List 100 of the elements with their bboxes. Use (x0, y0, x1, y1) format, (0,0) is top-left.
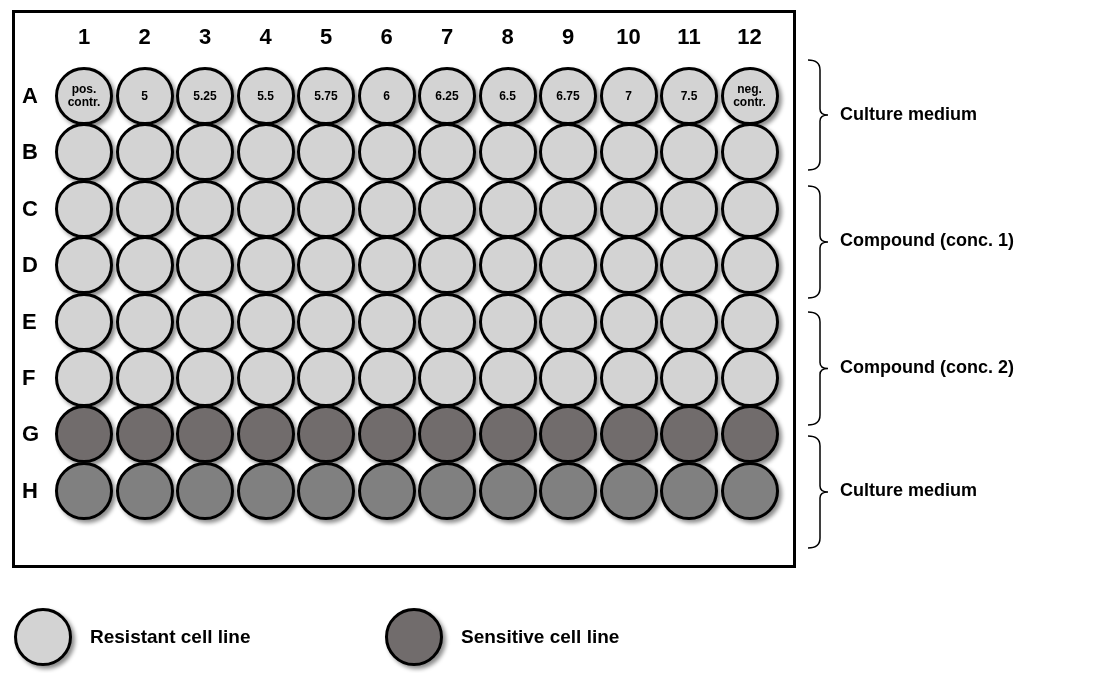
column-number: 2 (137, 24, 152, 50)
well-circle (539, 405, 597, 464)
well-circle (599, 179, 658, 238)
well-circle (539, 349, 597, 407)
well-circle (236, 349, 295, 407)
column-number: 4 (258, 24, 273, 50)
well-circle (176, 405, 234, 464)
well-circle (599, 292, 658, 351)
well-circle (478, 349, 537, 407)
well-circle (478, 123, 537, 182)
well-circle (660, 123, 718, 182)
row-letter: F (22, 365, 36, 391)
well-circle (418, 236, 476, 295)
well-circle (115, 292, 174, 351)
well-circle (236, 292, 295, 351)
group-label: Culture medium (840, 104, 977, 125)
well-circle (236, 405, 295, 464)
well-circle (176, 123, 234, 182)
well-circle (115, 179, 174, 238)
column-number: 12 (736, 24, 763, 50)
well-circle (357, 236, 416, 295)
well-circle (539, 236, 597, 295)
well-circle (539, 292, 597, 351)
well-label: 6 (357, 67, 416, 125)
well-circle (176, 461, 234, 520)
well-label: 6.5 (478, 67, 537, 125)
well-circle (418, 405, 476, 464)
well-circle (660, 405, 718, 464)
well-circle (418, 461, 476, 520)
column-number: 5 (318, 24, 334, 50)
well-circle (478, 236, 537, 295)
well-circle (357, 461, 416, 520)
legend-label: Resistant cell line (90, 626, 251, 648)
well-circle (357, 405, 416, 464)
well-circle (236, 236, 295, 295)
well-circle (660, 179, 718, 238)
well-circle (599, 405, 658, 464)
well-circle (357, 179, 416, 238)
well-circle (478, 292, 537, 351)
well-circle (236, 123, 295, 182)
well-label: pos. contr. (55, 67, 113, 125)
well-circle (539, 123, 597, 182)
well-circle (297, 236, 355, 295)
row-letter: A (22, 83, 38, 109)
column-number: 9 (560, 24, 576, 50)
well-circle (55, 123, 113, 182)
well-circle (115, 405, 174, 464)
row-letter: C (22, 195, 38, 222)
well-circle (55, 236, 113, 295)
well-circle (297, 405, 355, 464)
well-circle (539, 179, 597, 238)
well-circle (418, 179, 476, 238)
well-label: 7 (599, 67, 658, 125)
well-circle (297, 292, 355, 351)
well-circle (599, 123, 658, 182)
well-circle (660, 292, 718, 351)
well-circle (55, 405, 113, 464)
well-circle (720, 461, 779, 520)
well-circle (115, 349, 174, 407)
well-circle (176, 349, 234, 407)
column-number: 3 (197, 24, 213, 50)
column-number: 6 (379, 24, 394, 50)
well-circle (176, 236, 234, 295)
well-circle (297, 179, 355, 238)
group-label: Culture medium (840, 480, 977, 501)
well-circle (478, 179, 537, 238)
column-number: 7 (439, 24, 455, 50)
column-number: 1 (76, 24, 92, 50)
well-circle (478, 405, 537, 464)
well-circle (660, 236, 718, 295)
well-circle (357, 123, 416, 182)
well-circle (720, 349, 779, 407)
row-letter: D (22, 252, 38, 279)
well-circle (236, 179, 295, 238)
well-circle (660, 349, 718, 407)
well-circle (115, 461, 174, 520)
well-circle (539, 461, 597, 520)
well-circle (418, 292, 476, 351)
well-circle (176, 179, 234, 238)
group-label: Compound (conc. 2) (840, 357, 1014, 378)
legend-label: Sensitive cell line (461, 626, 620, 648)
well-circle (297, 123, 355, 182)
well-circle (720, 236, 779, 295)
well-circle (115, 123, 174, 182)
well-circle (297, 461, 355, 520)
well-label: 6.75 (539, 67, 597, 125)
well-circle (660, 461, 718, 520)
well-circle (599, 236, 658, 295)
well-circle (720, 292, 779, 351)
well-circle (357, 349, 416, 407)
well-label: 5.25 (176, 67, 234, 125)
well-label: 5.5 (236, 67, 295, 125)
well-circle (236, 461, 295, 520)
column-number: 8 (500, 24, 515, 50)
well-label: 6.25 (418, 67, 476, 125)
well-label: 5.75 (297, 67, 355, 125)
well-circle (357, 292, 416, 351)
well-circle (599, 349, 658, 407)
well-label: 7.5 (660, 67, 718, 125)
column-number: 11 (676, 24, 702, 50)
